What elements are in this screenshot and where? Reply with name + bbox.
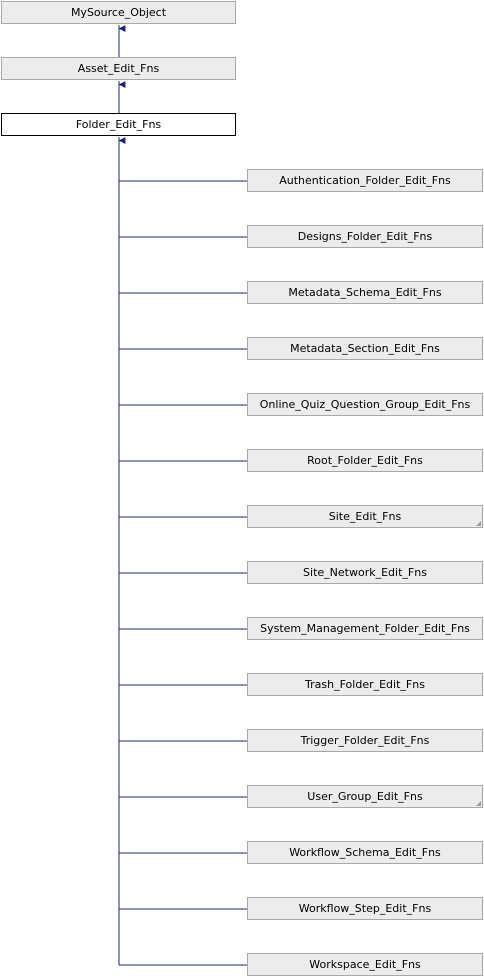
class-node-label: Workspace_Edit_Fns	[309, 958, 421, 971]
class-node-system-management-folder-edit-fns[interactable]: System_Management_Folder_Edit_Fns	[247, 617, 483, 640]
class-node-label: User_Group_Edit_Fns	[307, 790, 423, 803]
class-node-label: Site_Network_Edit_Fns	[303, 566, 427, 579]
class-node-workflow-step-edit-fns[interactable]: Workflow_Step_Edit_Fns	[247, 897, 483, 920]
class-node-user-group-edit-fns[interactable]: User_Group_Edit_Fns	[247, 785, 483, 808]
class-node-label: System_Management_Folder_Edit_Fns	[260, 622, 470, 635]
truncated-subclasses-indicator-icon	[476, 521, 481, 526]
class-node-label: Metadata_Section_Edit_Fns	[290, 342, 440, 355]
class-node-authentication-folder-edit-fns[interactable]: Authentication_Folder_Edit_Fns	[247, 169, 483, 192]
class-node-mysource-object[interactable]: MySource_Object	[1, 1, 236, 24]
class-node-label: Root_Folder_Edit_Fns	[307, 454, 423, 467]
class-node-label: Online_Quiz_Question_Group_Edit_Fns	[259, 398, 471, 411]
class-node-folder-edit-fns[interactable]: Folder_Edit_Fns	[1, 113, 236, 136]
class-node-asset-edit-fns[interactable]: Asset_Edit_Fns	[1, 57, 236, 80]
class-node-root-folder-edit-fns[interactable]: Root_Folder_Edit_Fns	[247, 449, 483, 472]
class-node-online-quiz-question-group-edit-fns[interactable]: Online_Quiz_Question_Group_Edit_Fns	[247, 393, 483, 416]
class-node-label: Trigger_Folder_Edit_Fns	[300, 734, 430, 747]
class-node-label: MySource_Object	[70, 6, 167, 19]
truncated-subclasses-indicator-icon	[476, 801, 481, 806]
class-node-label: Folder_Edit_Fns	[75, 118, 162, 131]
class-node-label: Authentication_Folder_Edit_Fns	[279, 174, 451, 187]
class-node-site-edit-fns[interactable]: Site_Edit_Fns	[247, 505, 483, 528]
class-node-metadata-schema-edit-fns[interactable]: Metadata_Schema_Edit_Fns	[247, 281, 483, 304]
class-node-label: Trash_Folder_Edit_Fns	[305, 678, 425, 691]
class-node-label: Workflow_Schema_Edit_Fns	[289, 846, 441, 859]
class-node-workspace-edit-fns[interactable]: Workspace_Edit_Fns	[247, 953, 483, 976]
class-node-label: Workflow_Step_Edit_Fns	[298, 902, 432, 915]
class-node-label: Asset_Edit_Fns	[77, 62, 160, 75]
class-node-label: Site_Edit_Fns	[328, 510, 402, 523]
class-node-designs-folder-edit-fns[interactable]: Designs_Folder_Edit_Fns	[247, 225, 483, 248]
class-node-label: Metadata_Schema_Edit_Fns	[288, 286, 442, 299]
class-node-trigger-folder-edit-fns[interactable]: Trigger_Folder_Edit_Fns	[247, 729, 483, 752]
class-node-workflow-schema-edit-fns[interactable]: Workflow_Schema_Edit_Fns	[247, 841, 483, 864]
class-node-trash-folder-edit-fns[interactable]: Trash_Folder_Edit_Fns	[247, 673, 483, 696]
class-node-label: Designs_Folder_Edit_Fns	[297, 230, 433, 243]
class-node-metadata-section-edit-fns[interactable]: Metadata_Section_Edit_Fns	[247, 337, 483, 360]
inheritance-edges	[118, 25, 247, 966]
class-node-site-network-edit-fns[interactable]: Site_Network_Edit_Fns	[247, 561, 483, 584]
